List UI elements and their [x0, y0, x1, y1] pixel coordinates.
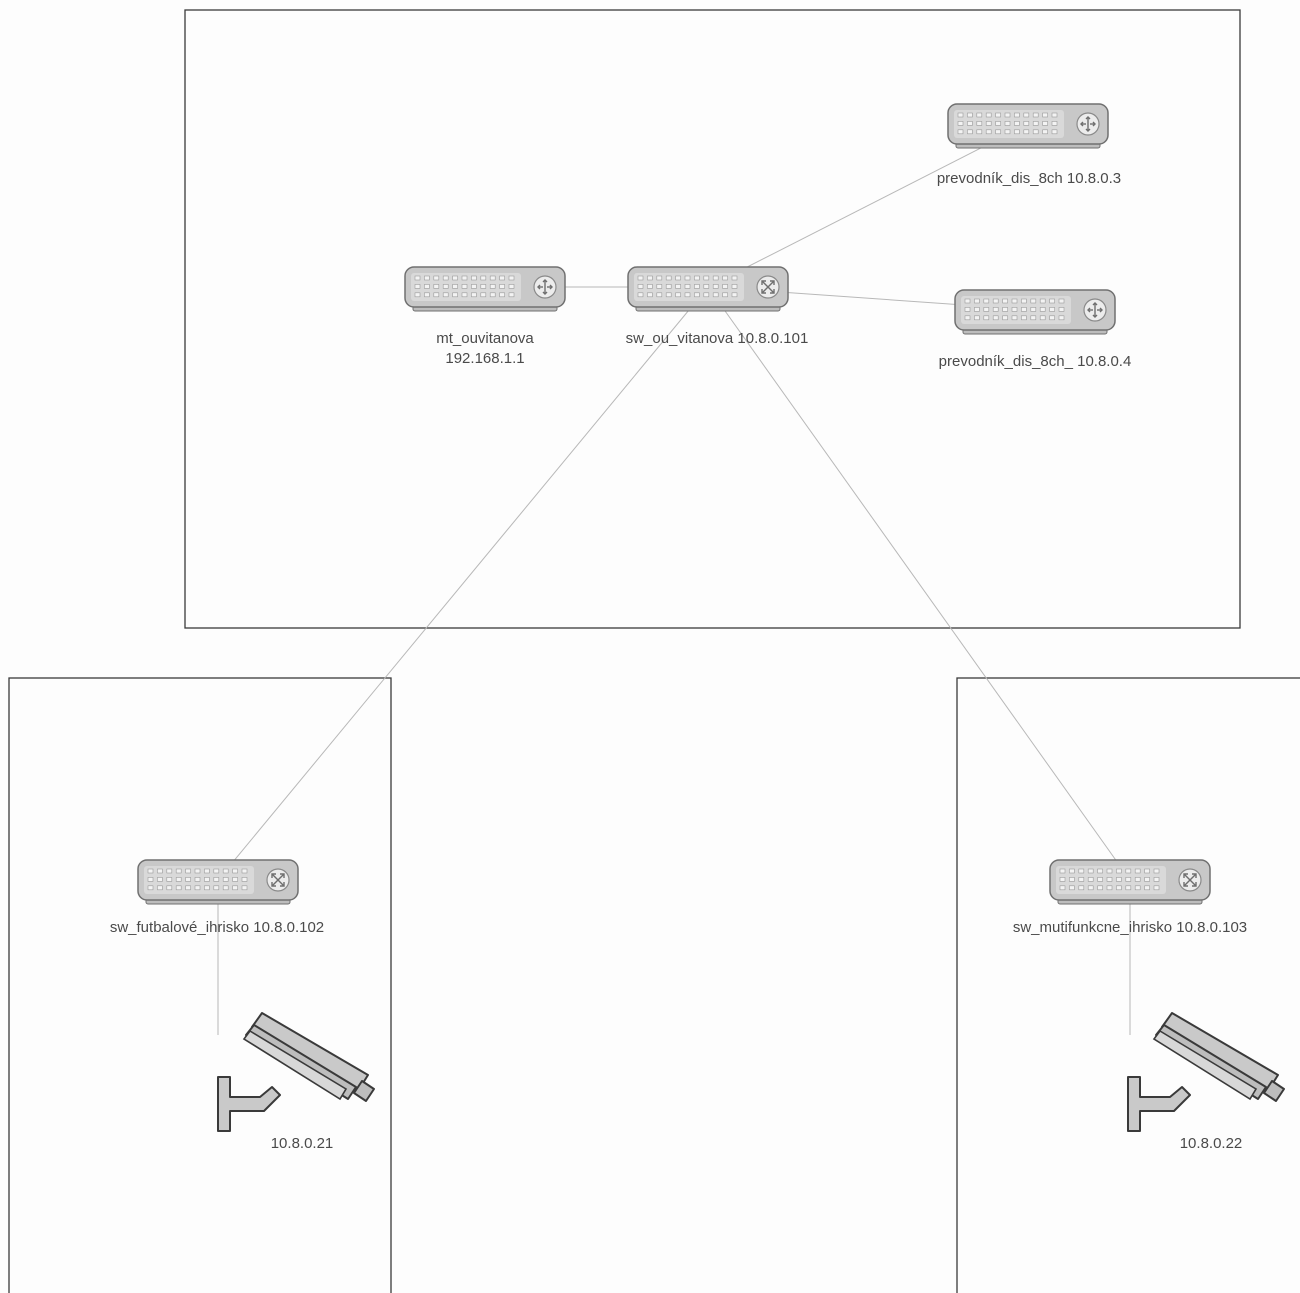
camera-mount [217, 1076, 281, 1132]
router-icon [404, 266, 566, 312]
node-label: mt_ouvitanova [436, 330, 534, 347]
links-layer [217, 123, 1131, 1035]
node-prevodnik-2[interactable]: prevodník_dis_8ch_ 10.8.0.4 [939, 289, 1132, 370]
node-label: 10.8.0.22 [1180, 1135, 1243, 1152]
switch-icon [137, 859, 299, 905]
router-icon [954, 289, 1116, 335]
device-port-grid [637, 275, 738, 298]
device-port-grid [964, 298, 1065, 321]
link-sw_ou_vitanova-sw_futbalove [217, 286, 709, 881]
node-label: sw_mutifunkcne_ihrisko 10.8.0.103 [1013, 919, 1247, 936]
node-label: sw_futbalové_ihrisko 10.8.0.102 [110, 919, 324, 936]
camera-underside [1152, 1029, 1258, 1101]
camera-icon [1127, 1012, 1285, 1132]
camera-mount [1127, 1076, 1191, 1132]
frame-main [184, 9, 1241, 629]
switch-icon [1049, 859, 1211, 905]
link-sw_ou_vitanova-sw_mutifunkcne [707, 286, 1131, 881]
node-sw-ou-vitanova[interactable]: sw_ou_vitanova 10.8.0.101 [626, 266, 809, 347]
node-camera-2[interactable]: 10.8.0.22 [1127, 1012, 1285, 1152]
device-port-grid [1059, 868, 1160, 891]
node-mt-ouvitanova[interactable]: mt_ouvitanova 192.168.1.1 [404, 266, 566, 367]
node-camera-1[interactable]: 10.8.0.21 [217, 1012, 375, 1152]
router-icon [947, 103, 1109, 149]
node-sw-mutifunkcne[interactable]: sw_mutifunkcne_ihrisko 10.8.0.103 [1013, 859, 1247, 936]
node-sw-futbalove[interactable]: sw_futbalové_ihrisko 10.8.0.102 [110, 859, 324, 936]
camera-underside [242, 1029, 348, 1101]
nodes-layer: mt_ouvitanova 192.168.1.1 sw_ou_vitanova 1… [110, 103, 1285, 1152]
node-label: 192.168.1.1 [445, 350, 524, 367]
group-frames [8, 9, 1300, 1293]
node-label: prevodník_dis_8ch 10.8.0.3 [937, 170, 1121, 187]
device-port-grid [957, 112, 1058, 135]
camera-lens [353, 1080, 375, 1102]
device-port-grid [414, 275, 515, 298]
switch-icon [627, 266, 789, 312]
node-prevodnik-1[interactable]: prevodník_dis_8ch 10.8.0.3 [937, 103, 1121, 187]
node-label: 10.8.0.21 [271, 1135, 334, 1152]
link-sw_ou_vitanova-prevodnik_1 [707, 123, 1029, 288]
frame-left [8, 677, 392, 1293]
node-label: sw_ou_vitanova 10.8.0.101 [626, 330, 809, 347]
camera-lens [1263, 1080, 1285, 1102]
node-label: prevodník_dis_8ch_ 10.8.0.4 [939, 353, 1132, 370]
device-port-grid [147, 868, 248, 891]
frame-right [956, 677, 1300, 1293]
camera-icon [217, 1012, 375, 1132]
